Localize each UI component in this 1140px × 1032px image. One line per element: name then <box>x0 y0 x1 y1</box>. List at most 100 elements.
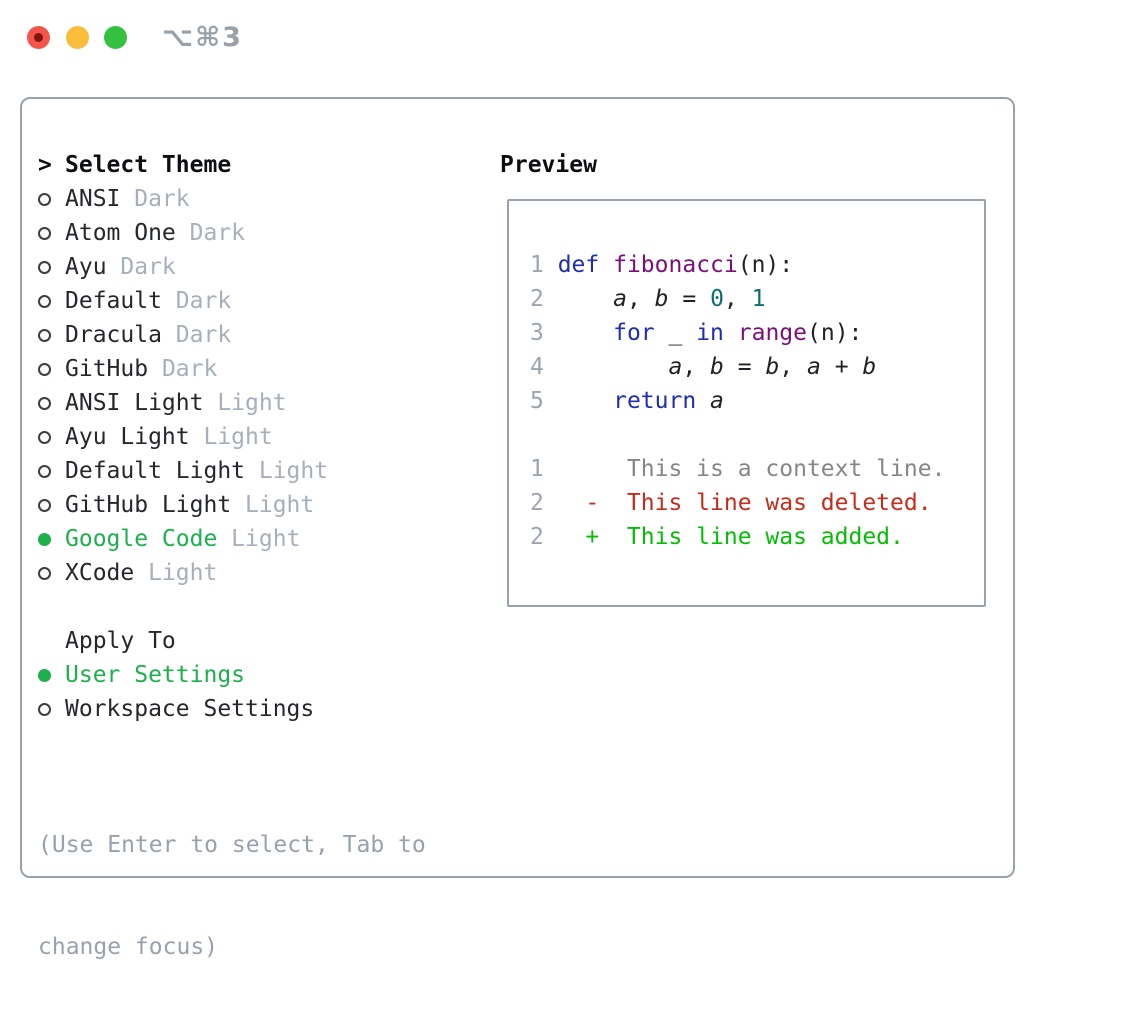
radio-unselected-icon <box>38 260 65 274</box>
theme-option-ayu-light[interactable]: Ayu Light Light <box>38 420 426 454</box>
apply-option-label: User Settings <box>65 662 246 688</box>
theme-name: GitHub <box>65 356 149 382</box>
code-tokens: + This line was added. <box>585 524 904 550</box>
line-number: 4 <box>530 354 544 380</box>
select-theme-label: Select Theme <box>65 152 232 178</box>
theme-name: ANSI <box>65 186 121 212</box>
theme-option-xcode[interactable]: XCode Light <box>38 556 426 590</box>
preview-code-line: 4 a, b = b, a + b <box>530 350 984 384</box>
line-number: 3 <box>530 320 544 346</box>
apply-to-header: Apply To <box>38 624 426 658</box>
preview-code-line: 2 + This line was added. <box>530 520 984 554</box>
theme-variant: Dark <box>161 322 232 348</box>
code-tokens: - This line was deleted. <box>585 490 932 516</box>
preview-code-line: 3 for _ in range(n): <box>530 316 984 350</box>
radio-unselected-icon <box>38 328 65 342</box>
line-number: 2 <box>530 524 544 550</box>
radio-unselected-icon <box>38 430 65 444</box>
line-number: 1 <box>530 252 544 278</box>
theme-option-ansi-light[interactable]: ANSI Light Light <box>38 386 426 420</box>
line-number: 5 <box>530 388 544 414</box>
radio-unselected-icon <box>38 294 65 308</box>
radio-unselected-icon <box>38 192 65 206</box>
theme-name: Google Code <box>65 526 218 552</box>
titlebar: ⌥⌘3 <box>0 0 1140 74</box>
radio-unselected-icon <box>38 226 65 240</box>
close-dot-icon <box>34 33 43 42</box>
theme-variant: Dark <box>175 220 246 246</box>
select-theme-header: > Select Theme <box>38 148 426 182</box>
theme-name: Default Light <box>65 458 246 484</box>
theme-variant: Light <box>217 526 301 552</box>
radio-unselected-icon <box>38 464 65 478</box>
theme-name: Atom One <box>65 220 176 246</box>
focus-caret-icon: > <box>38 152 52 178</box>
code-tokens: a, b = 0, 1 <box>613 286 766 312</box>
theme-variant: Dark <box>120 186 190 212</box>
theme-name: Ayu Light <box>65 424 190 450</box>
line-number: 2 <box>530 490 544 516</box>
close-button[interactable] <box>27 26 50 49</box>
line-number: 1 <box>530 456 544 482</box>
theme-option-atom-one[interactable]: Atom One Dark <box>38 216 426 250</box>
line-number: 2 <box>530 286 544 312</box>
theme-variant: Dark <box>148 356 218 382</box>
preview-code-line: 1 This is a context line. <box>530 452 984 486</box>
radio-unselected-icon <box>38 702 65 716</box>
theme-name: Ayu <box>65 254 107 280</box>
theme-option-ansi[interactable]: ANSI Dark <box>38 182 426 216</box>
radio-selected-icon <box>38 668 65 682</box>
maximize-button[interactable] <box>104 26 127 49</box>
theme-option-default-light[interactable]: Default Light Light <box>38 454 426 488</box>
theme-option-default[interactable]: Default Dark <box>38 284 426 318</box>
code-tokens: This is a context line. <box>543 456 946 482</box>
hint-line-2: change focus) <box>38 934 219 960</box>
theme-variant: Light <box>231 492 315 518</box>
theme-name: GitHub Light <box>65 492 232 518</box>
apply-to-label: Apply To <box>65 628 176 654</box>
line-number <box>530 418 544 452</box>
code-tokens: return a <box>613 388 724 414</box>
radio-unselected-icon <box>38 362 65 376</box>
radio-unselected-icon <box>38 396 65 410</box>
apply-option-user-settings[interactable]: User Settings <box>38 658 426 692</box>
theme-option-google-code[interactable]: Google Code Light <box>38 522 426 556</box>
theme-name: ANSI Light <box>65 390 204 416</box>
code-tokens: a, b = b, a + b <box>668 354 877 380</box>
theme-variant: Dark <box>106 254 176 280</box>
preview-code-line: 2 a, b = 0, 1 <box>530 282 984 316</box>
preview-code-line: 1 def fibonacci(n): <box>530 248 984 282</box>
theme-option-dracula[interactable]: Dracula Dark <box>38 318 426 352</box>
theme-variant: Light <box>245 458 329 484</box>
theme-name: Default <box>65 288 162 314</box>
code-tokens: def fibonacci(n): <box>557 252 794 278</box>
preview-title: Preview <box>500 152 597 178</box>
window-title: ⌥⌘3 <box>162 22 243 53</box>
apply-option-label: Workspace Settings <box>65 696 315 722</box>
code-tokens: for _ in range(n): <box>613 320 863 346</box>
radio-selected-icon <box>38 532 65 546</box>
preview-code-line: 2 - This line was deleted. <box>530 486 984 520</box>
preview-column: Preview 1 def fibonacci(n):2 a, b = 0, 1… <box>500 148 986 607</box>
radio-unselected-icon <box>38 498 65 512</box>
radio-unselected-icon <box>38 566 65 580</box>
preview-code-line: 5 return a <box>530 384 984 418</box>
hint-text: (Use Enter to select, Tab to change focu… <box>38 760 426 1032</box>
theme-variant: Light <box>203 390 287 416</box>
theme-option-ayu[interactable]: Ayu Dark <box>38 250 426 284</box>
hint-line-1: (Use Enter to select, Tab to <box>38 832 426 858</box>
theme-name: XCode <box>65 560 135 586</box>
theme-option-github[interactable]: GitHub Dark <box>38 352 426 386</box>
theme-variant: Light <box>189 424 273 450</box>
apply-option-workspace-settings[interactable]: Workspace Settings <box>38 692 426 726</box>
theme-option-github-light[interactable]: GitHub Light Light <box>38 488 426 522</box>
minimize-button[interactable] <box>66 26 89 49</box>
